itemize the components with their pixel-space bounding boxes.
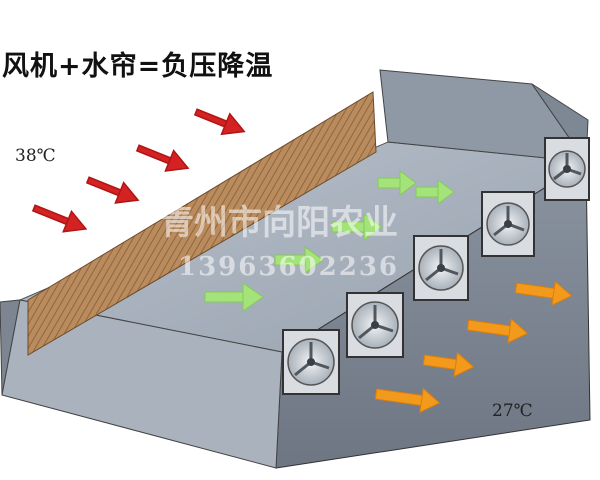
green-arrow-icon [331, 213, 383, 241]
hot-air-arrows [31, 108, 246, 233]
exhaust-fan [413, 235, 469, 301]
watermark-company: 青州市向阳农业 [160, 203, 398, 243]
exhaust-fan [346, 292, 404, 358]
orange-arrow-icon [514, 280, 573, 307]
red-arrow-icon [85, 176, 140, 204]
green-arrow-icon [377, 170, 417, 196]
orange-arrow-icon [374, 387, 441, 414]
greenhouse-building [0, 69, 591, 469]
outlet-temperature-label: 27℃ [492, 401, 533, 421]
orange-arrow-icon [466, 317, 529, 344]
green-arrow-icon [204, 282, 264, 312]
exhaust-fan [282, 329, 340, 395]
red-arrow-icon [31, 204, 88, 233]
cooling-pad [27, 91, 377, 356]
exhaust-arrows [374, 280, 573, 414]
exhaust-fan [544, 137, 590, 201]
internal-airflow-arrows [204, 170, 455, 312]
exhaust-fan [481, 191, 535, 257]
red-arrow-icon [193, 108, 246, 136]
exhaust-fans [282, 137, 590, 395]
diagram-title: 风机+水帘=负压降温 [2, 51, 274, 82]
green-arrow-icon [274, 246, 324, 274]
watermark-phone: 13963602236 [178, 252, 399, 282]
orange-arrow-icon [422, 351, 475, 378]
inlet-temperature-label: 38℃ [15, 146, 56, 166]
green-arrow-icon [415, 179, 455, 205]
red-arrow-icon [135, 144, 190, 172]
